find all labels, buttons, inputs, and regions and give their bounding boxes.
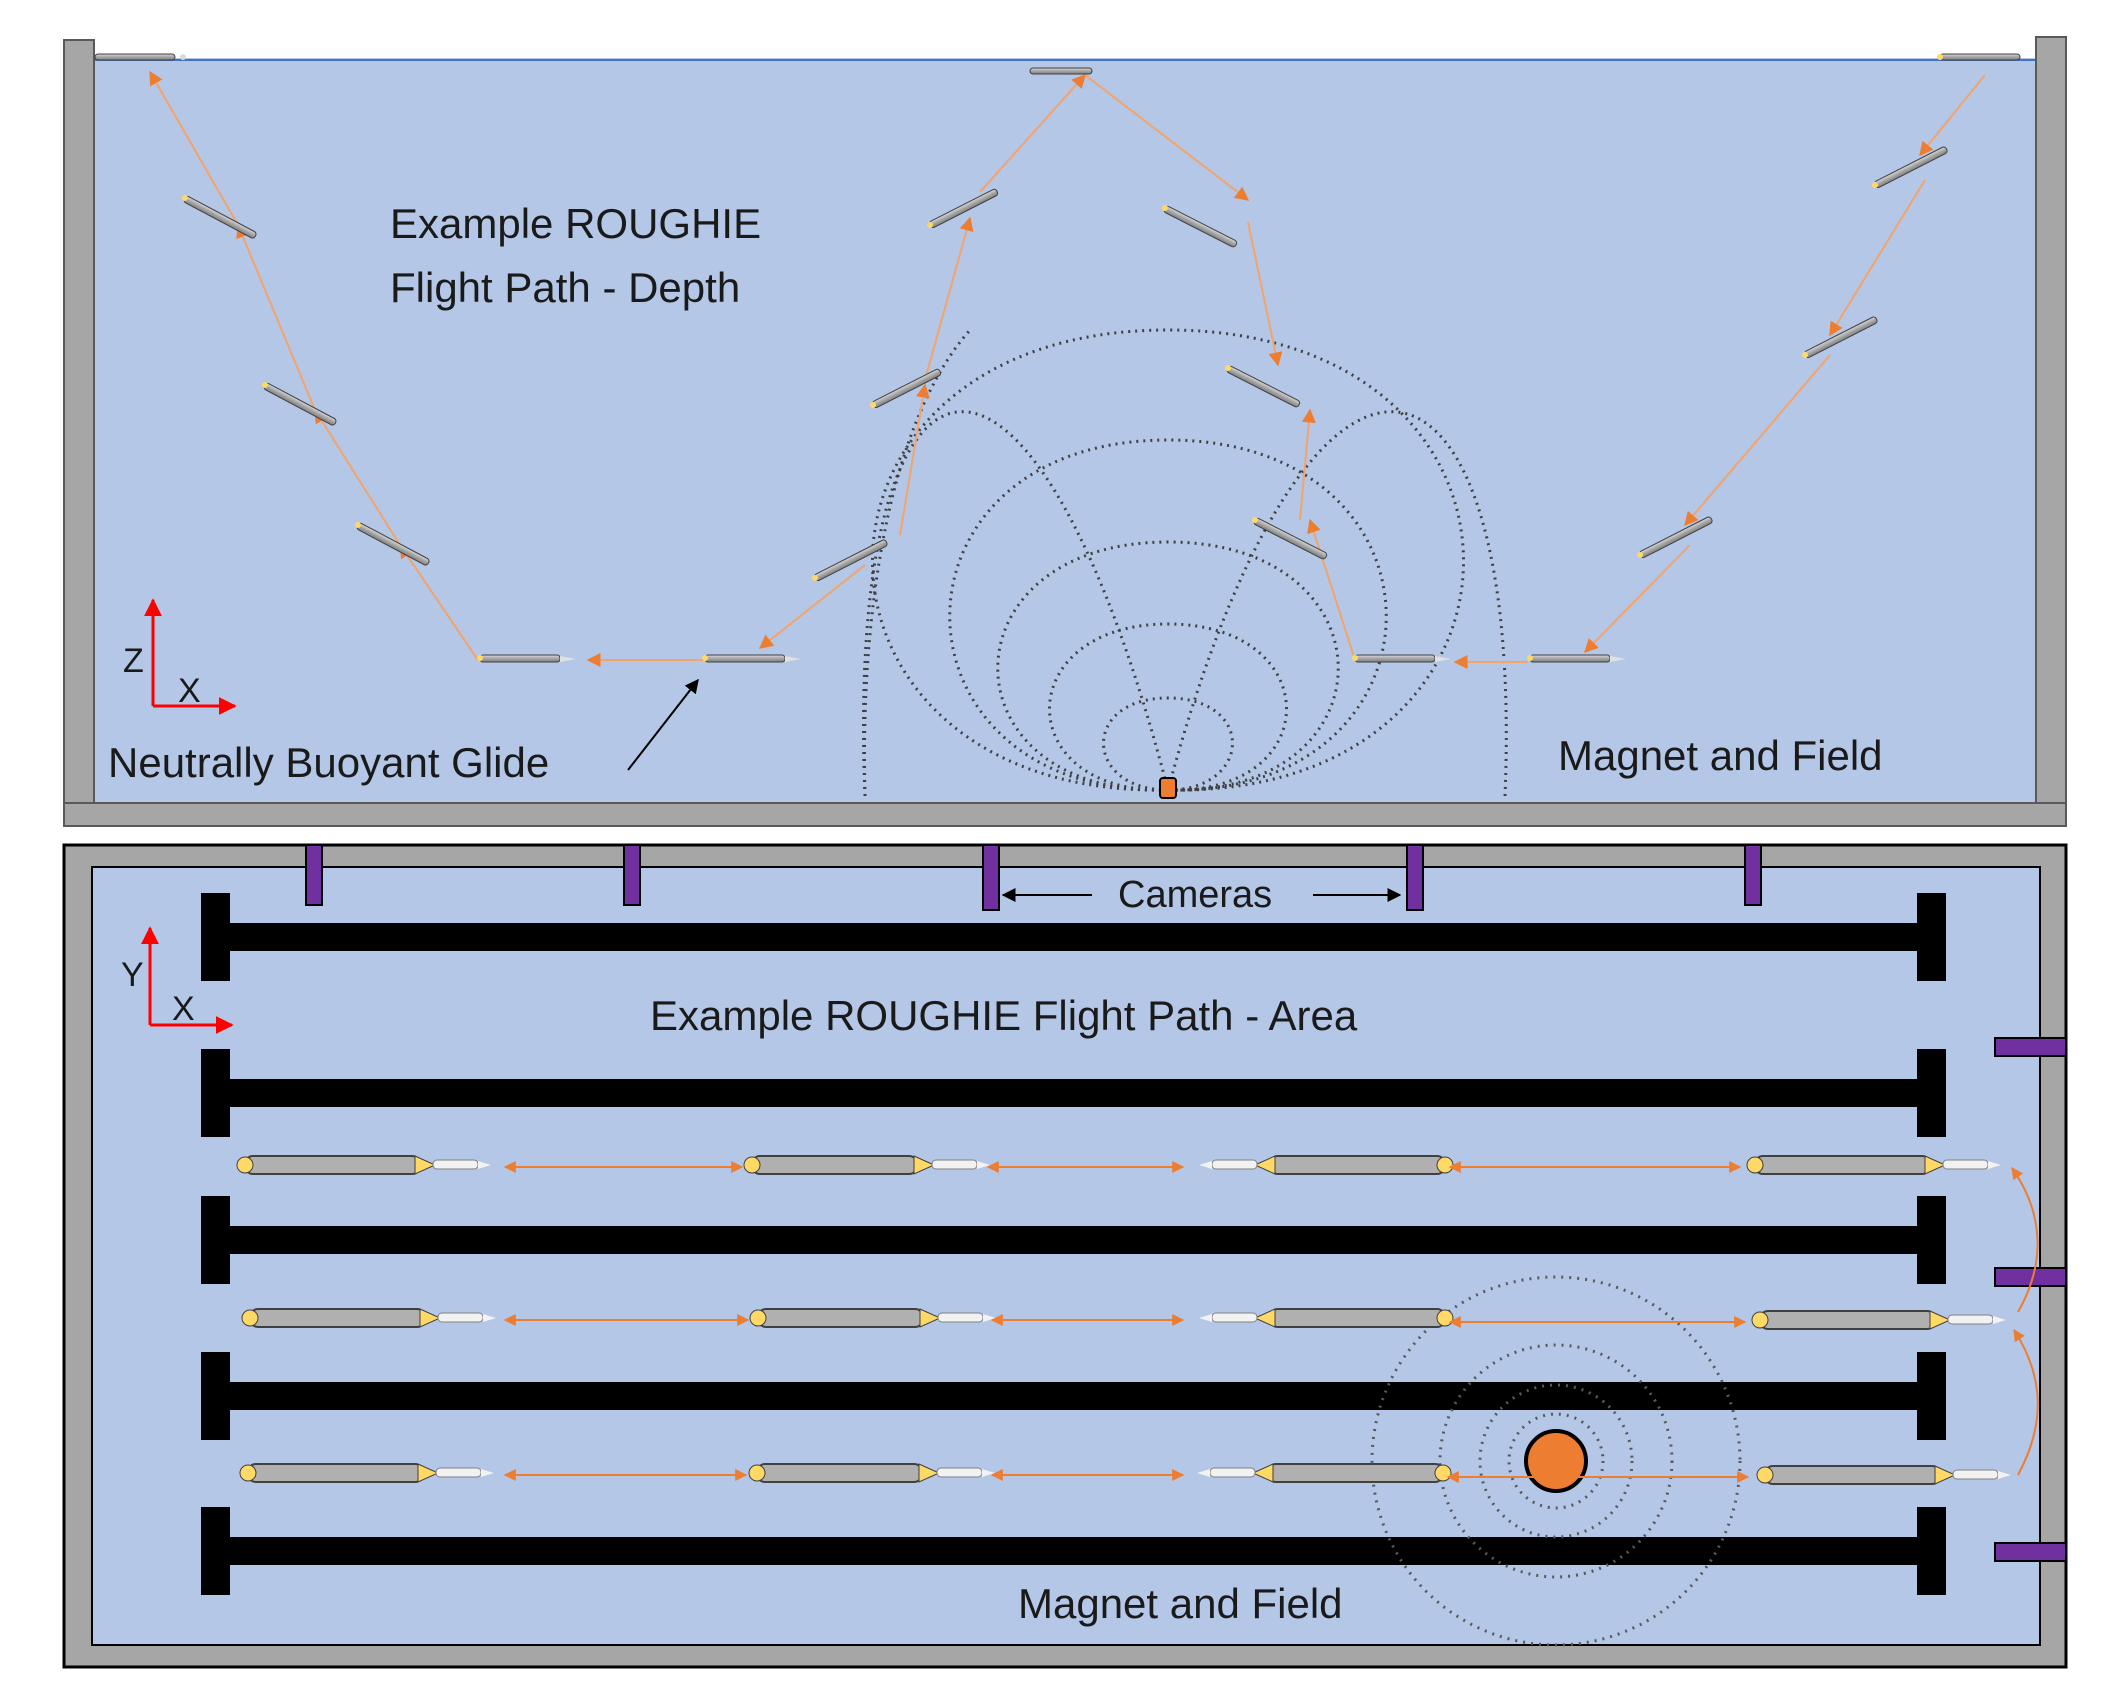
depth-flight-path <box>149 70 1986 669</box>
depth-title-line2: Flight Path - Depth <box>390 264 740 311</box>
area-axis-x-label: X <box>172 990 195 1028</box>
area-tank-water <box>91 866 2041 1646</box>
camera <box>305 844 323 906</box>
depth-axes-indicator <box>144 598 237 715</box>
area-title: Example ROUGHIE Flight Path - Area <box>650 992 1358 1039</box>
area-axes-indicator <box>141 926 234 1034</box>
depth-tank-right-wall <box>2035 36 2067 827</box>
depth-title-line1: Example ROUGHIE <box>390 200 761 247</box>
camera <box>1994 1037 2067 1057</box>
area-magnet <box>1524 1429 1588 1493</box>
depth-axis-z-label: Z <box>123 642 144 680</box>
depth-panel: Z X Example ROUGHIE Flight Path - Depth … <box>63 36 2067 827</box>
depth-axis-x-label: X <box>178 672 201 710</box>
lane-arrows <box>503 1161 1750 1483</box>
turn-arrows <box>2011 1167 2039 1476</box>
camera <box>623 844 641 906</box>
camera <box>982 844 1000 911</box>
depth-magnet-label: Magnet and Field <box>1558 732 1883 779</box>
rack <box>201 1196 1946 1284</box>
glide-pointer-arrow <box>627 678 699 771</box>
camera <box>1406 844 1424 911</box>
lane-gliders <box>236 1155 2011 1485</box>
cameras-right <box>1994 1037 2067 1562</box>
area-panel: Cameras Y X Example ROUGHIE Flight Path … <box>62 843 2068 1669</box>
rack <box>201 893 1946 981</box>
area-magnetic-field <box>1370 1275 1742 1647</box>
cameras-label: Cameras <box>1118 874 1272 916</box>
glide-label: Neutrally Buoyant Glide <box>108 739 549 786</box>
rack <box>201 1049 1946 1137</box>
rack <box>201 1352 1946 1440</box>
area-magnet-label: Magnet and Field <box>1018 1580 1343 1627</box>
depth-tank-water <box>94 58 2036 803</box>
depth-tank-floor <box>63 802 2067 827</box>
camera <box>1744 844 1762 906</box>
depth-tank-left-wall <box>63 39 95 827</box>
cameras-top <box>305 844 1762 911</box>
area-axis-y-label: Y <box>121 956 144 994</box>
depth-gliders <box>94 53 2021 663</box>
depth-magnet <box>1159 777 1177 799</box>
racks <box>201 893 1946 1595</box>
camera <box>1994 1542 2067 1562</box>
rack <box>201 1507 1946 1595</box>
